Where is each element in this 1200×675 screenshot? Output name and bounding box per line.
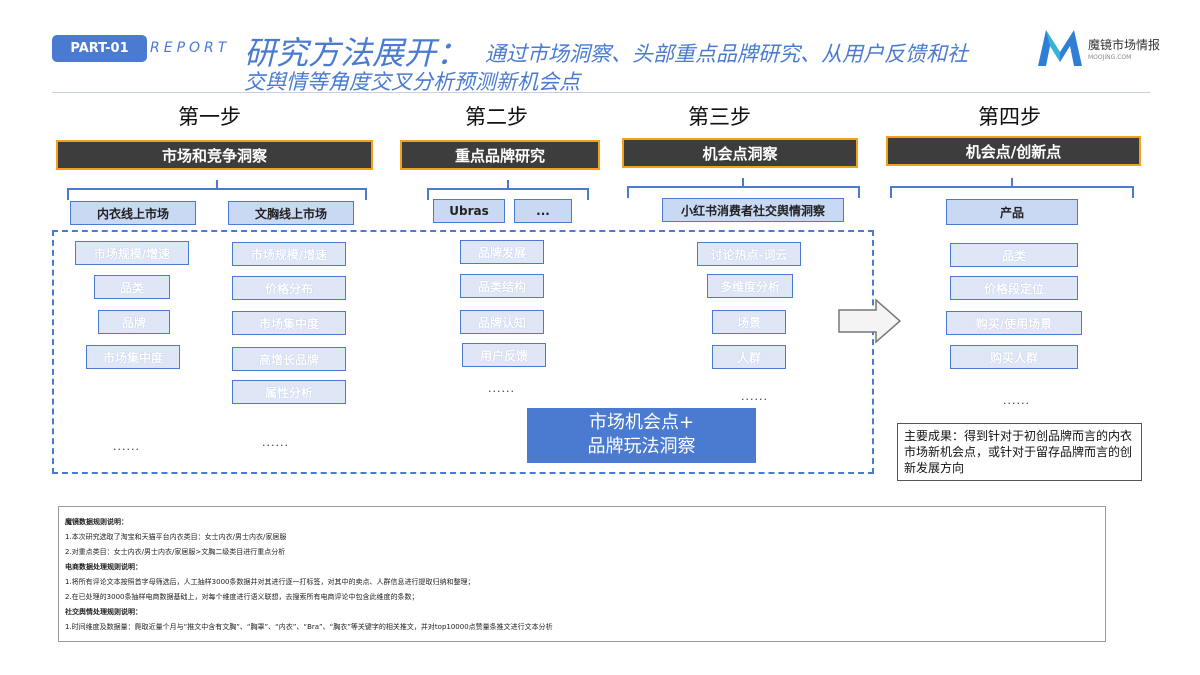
- step-1-col-a-more: ......: [113, 440, 140, 453]
- step-2-bracket-tick: [507, 180, 509, 188]
- step-4-bracket-tick: [1011, 178, 1013, 186]
- logo-url: MOOJING.COM: [1088, 54, 1132, 61]
- note-line: 社交舆情处理规则说明：: [65, 608, 142, 616]
- item-market-size: 市场规模/增速: [75, 241, 189, 265]
- header-divider: [52, 92, 1150, 93]
- step-1-bar: 市场和竞争洞察: [56, 140, 373, 170]
- report-label: REPORT: [150, 40, 231, 56]
- page-subtitle-line2: 交舆情等角度交叉分析预测新机会点: [244, 70, 580, 94]
- item-brand-development: 品牌发展: [460, 240, 544, 264]
- page-subtitle-line1: 通过市场洞察、头部重点品牌研究、从用户反馈和社: [485, 42, 968, 66]
- logo-m-icon: [1038, 30, 1082, 66]
- item-concentration: 市场集中度: [86, 345, 180, 369]
- step-1-title: 第一步: [178, 105, 241, 129]
- result-box: 主要成果：得到针对于初创品牌而言的内衣市场新机会点，或针对于留存品牌而言的创新发…: [897, 423, 1142, 481]
- part-badge: PART-01: [52, 35, 147, 62]
- step-2-bar: 重点品牌研究: [400, 140, 600, 170]
- step-4-more: ......: [1003, 394, 1030, 407]
- note-line: 1.时间维度及数据量：爬取近量个月与“推文中含有文胸”、“胸罩”、“内衣”、“B…: [65, 623, 553, 631]
- research-scope-box: [52, 230, 874, 474]
- note-line: 2.对重点类目：女士内衣/男士内衣/家居服>文胸二级类目进行重点分析: [65, 548, 286, 556]
- step-1-bracket-tick: [216, 180, 218, 188]
- item-brand-awareness: 品牌认知: [460, 310, 544, 334]
- notes-box: 魔镜数据规则说明： 1.本次研究选取了淘宝和天猫平台内衣类目：女士内衣/男士内衣/…: [58, 506, 1106, 642]
- right-arrow-icon: [838, 298, 902, 344]
- step-3-title: 第三步: [688, 105, 751, 129]
- step-3-bar: 机会点洞察: [622, 138, 858, 168]
- subcat-lingerie-market: 内衣线上市场: [70, 201, 196, 225]
- insight-box: 市场机会点+ 品牌玩法洞察: [527, 408, 756, 463]
- step-2-more: ......: [488, 382, 515, 395]
- item-high-growth-brands: 高增长品牌: [232, 347, 346, 371]
- item-bra-concentration: 市场集中度: [232, 311, 346, 335]
- item-price-positioning: 价格段定位: [950, 276, 1078, 300]
- subcat-xiaohongshu: 小红书消费者社交舆情洞察: [662, 198, 844, 222]
- step-1-bracket: [67, 188, 367, 200]
- subcat-more: ...: [514, 199, 572, 223]
- item-bra-market-size: 市场规模/增速: [232, 242, 346, 266]
- step-2-title: 第二步: [465, 105, 528, 129]
- subcat-bra-market: 文胸线上市场: [228, 201, 354, 225]
- step-1-col-b-more: ......: [262, 436, 289, 449]
- step-4-title: 第四步: [978, 105, 1041, 129]
- item-user-feedback: 用户反馈: [462, 343, 546, 367]
- item-price-distribution: 价格分布: [232, 276, 346, 300]
- step-3-more: ......: [741, 390, 768, 403]
- item-target-crowd: 购买人群: [950, 345, 1078, 369]
- step-2-bracket: [427, 188, 589, 200]
- insight-line2: 品牌玩法洞察: [587, 436, 696, 457]
- note-line: 魔镜数据规则说明：: [65, 518, 128, 526]
- logo-text: 魔镜市场情报: [1088, 38, 1161, 52]
- item-brand: 品牌: [98, 310, 170, 334]
- item-usage-scenario: 购买/使用场景: [946, 311, 1082, 335]
- item-product-category: 品类: [950, 243, 1078, 267]
- note-line: 电商数据处理规则说明：: [65, 563, 142, 571]
- item-category: 品类: [94, 275, 170, 299]
- item-crowd: 人群: [712, 345, 786, 369]
- page-title: 研究方法展开：: [244, 34, 469, 72]
- item-multi-dimension: 多维度分析: [707, 274, 793, 298]
- step-3-bracket-tick: [742, 178, 744, 186]
- item-hot-topics-wordcloud: 讨论热点-词云: [697, 242, 801, 266]
- subcat-product: 产品: [946, 199, 1078, 225]
- step-4-bar: 机会点/创新点: [886, 136, 1141, 166]
- note-line: 2.在已处理的3000条抽样电商数据基础上，对每个维度进行语义联想，去搜索所有电…: [65, 593, 419, 601]
- step-4-bracket: [890, 186, 1134, 198]
- insight-line1: 市场机会点+: [588, 412, 695, 433]
- step-3-bracket: [627, 186, 860, 198]
- item-attribute-analysis: 属性分析: [232, 380, 346, 404]
- item-scenario: 场景: [712, 310, 786, 334]
- note-line: 1.本次研究选取了淘宝和天猫平台内衣类目：女士内衣/男士内衣/家居服: [65, 533, 287, 541]
- subcat-ubras: Ubras: [433, 199, 505, 223]
- item-category-structure: 品类结构: [460, 274, 544, 298]
- note-line: 1.将所有评论文本按照首字母筛选后，人工抽样3000条数据并对其进行逐一打标签，…: [65, 578, 475, 586]
